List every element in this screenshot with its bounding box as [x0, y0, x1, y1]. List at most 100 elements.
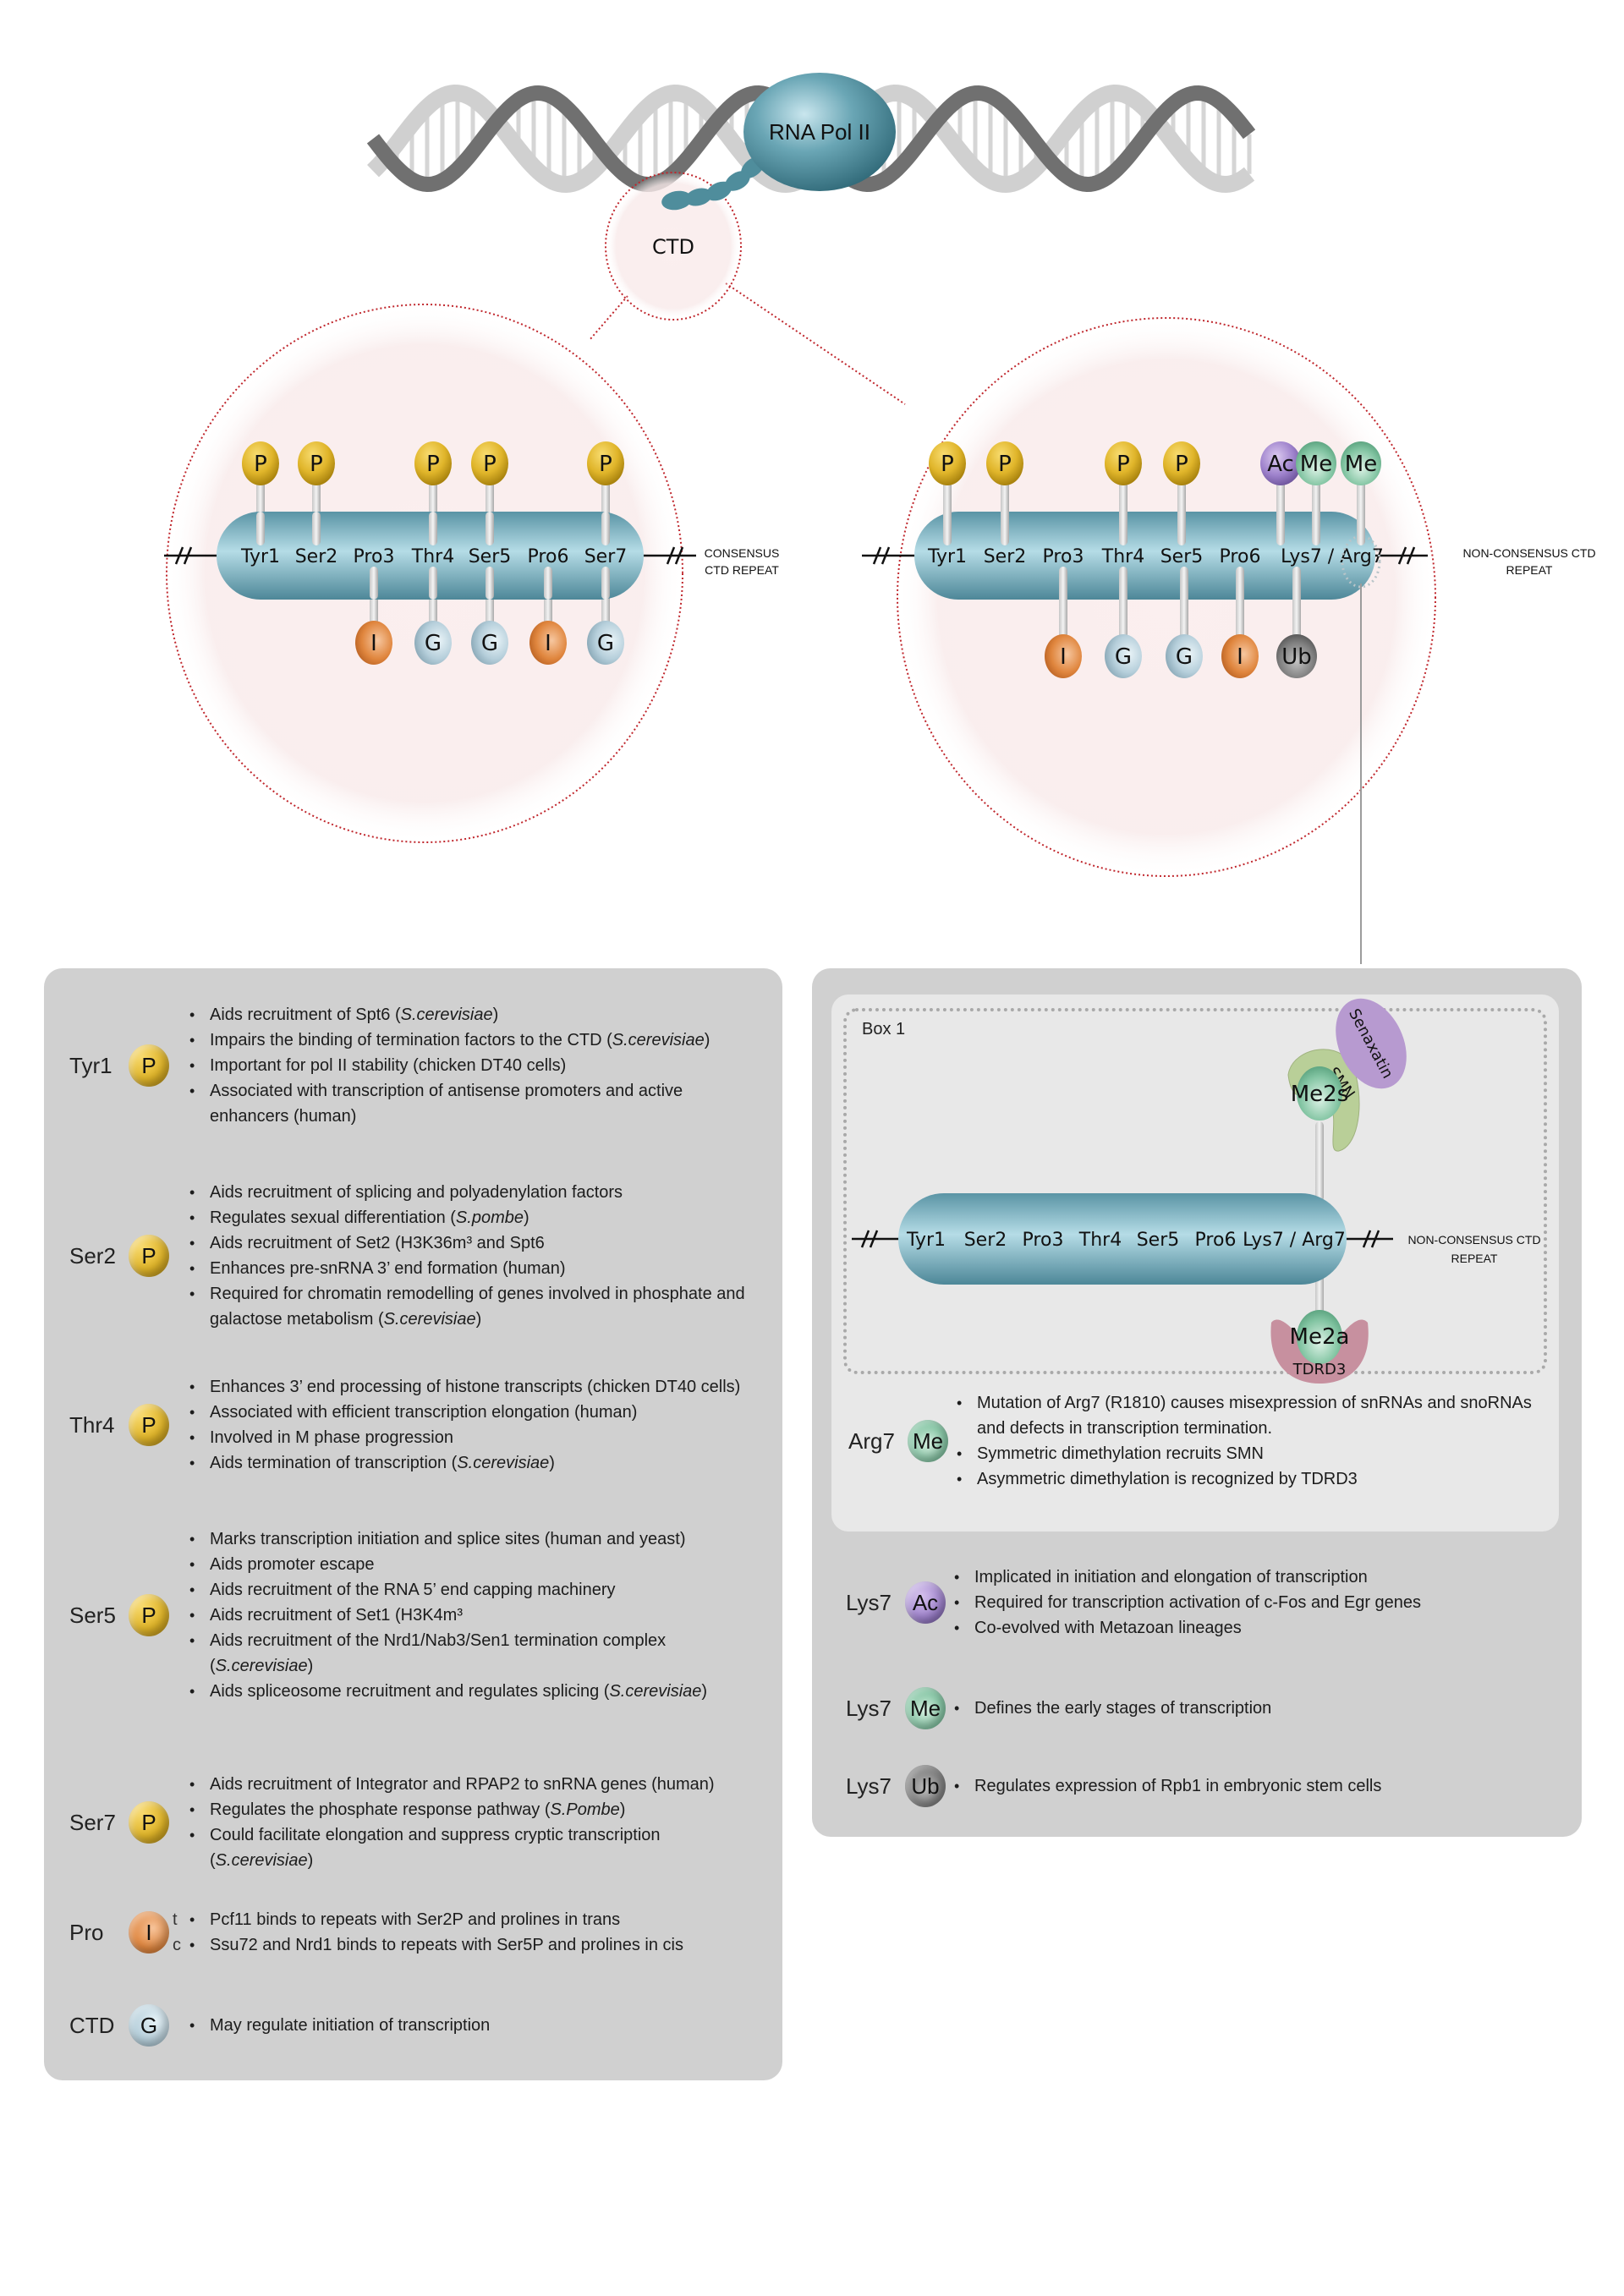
mark-i-pro3	[1045, 634, 1082, 678]
mark-entry-tyr1-p: Tyr1PAids recruitment of Spt6 (S.cerevis…	[69, 1002, 746, 1129]
mark-stem	[370, 567, 378, 600]
mark-g-thr4	[414, 621, 452, 665]
consensus-marks-panel: Tyr1PAids recruitment of Spt6 (S.cerevis…	[44, 968, 782, 2080]
mark-i-pro3-label: I	[1060, 644, 1067, 670]
mark-i-pro6-label: I	[545, 631, 551, 656]
mark-ac-lys7	[1260, 441, 1301, 485]
residue-label-thr4: Thr4	[1078, 1230, 1122, 1251]
mark-stem	[1357, 480, 1365, 545]
residue-label-ser5: Ser5	[469, 546, 512, 567]
mark-stem	[1119, 567, 1127, 639]
mark-function-item: Aids recruitment of the Nrd1/Nab3/Sen1 t…	[188, 1628, 746, 1679]
mark-entry-arg7-me: Arg7MeMutation of Arg7 (R1810) causes mi…	[848, 1390, 1539, 1492]
mark-p-ser7	[587, 441, 624, 485]
mark-function-item: Required for chromatin remodelling of ge…	[188, 1281, 746, 1332]
rna-pol-ii-label: RNA Pol II	[769, 119, 870, 145]
mark-function-item: Aids spliceosome recruitment and regulat…	[188, 1679, 746, 1704]
mark-g-ser5	[471, 621, 508, 665]
mark-stem	[1059, 567, 1067, 639]
mark-me2s	[1297, 1066, 1342, 1121]
residue-label-tyr1: Tyr1	[927, 546, 967, 567]
mark-function-list: Implicated in initiation and elongation …	[952, 1564, 1561, 1641]
mark-entry-pro-i: ProItcPcf11 binds to repeats with Ser2P …	[69, 1907, 746, 1958]
residue-label-ser2: Ser2	[295, 546, 338, 567]
chain-break-mark	[174, 546, 184, 565]
mark-function-item: Involved in M phase progression	[188, 1425, 746, 1450]
ctd-repeat-pill	[217, 512, 644, 600]
chain-break-mark	[872, 546, 882, 565]
mark-p-ser5-label: P	[483, 452, 497, 477]
mark-me2a-label: Me2a	[1290, 1324, 1350, 1350]
chain-break-mark	[666, 546, 676, 565]
mark-p-ser5	[471, 441, 508, 485]
mark-function-item: Regulates the phosphate response pathway…	[188, 1797, 746, 1822]
mark-i-pro6	[1221, 634, 1259, 678]
mark-i-pro6	[529, 621, 567, 665]
entry-residue-label: Arg7	[848, 1427, 895, 1454]
connector-line-right	[725, 282, 906, 405]
residue-label-ser2: Ser2	[984, 546, 1027, 567]
repeat-type-note: NON-CONSENSUS CTD	[1462, 546, 1595, 560]
mark-function-item: Associated with efficient transcription …	[188, 1400, 746, 1425]
mark-g-ser5-label: G	[1176, 644, 1193, 670]
mark-function-item: Enhances pre-snRNA 3’ end formation (hum…	[188, 1256, 746, 1281]
residue-label-tyr1: Tyr1	[240, 546, 280, 567]
mark-function-list: Enhances 3’ end processing of histone tr…	[188, 1374, 746, 1476]
residue-label-lys7-arg7: Lys7 / Arg7	[1243, 1230, 1346, 1251]
mark-function-item: Aids termination of transcription (S.cer…	[188, 1450, 746, 1476]
mark-function-item: Aids recruitment of Set1 (H3K4m³	[188, 1603, 746, 1628]
mark-me-lys7-label: Me	[1300, 452, 1332, 477]
mark-function-list: Regulates expression of Rpb1 in embryoni…	[952, 1773, 1561, 1799]
mark-entry-thr4-p: Thr4PEnhances 3’ end processing of histo…	[69, 1374, 746, 1476]
mark-badge-g: G	[129, 2004, 169, 2047]
ctd-label: CTD	[652, 235, 694, 259]
mark-stem	[429, 567, 437, 600]
residue-label-thr4: Thr4	[411, 546, 454, 567]
mark-entry-lys7-ub: Lys7UbRegulates expression of Rpb1 in em…	[846, 1765, 1561, 1807]
mark-p-tyr1-label: P	[254, 452, 267, 477]
mark-entry-ser5-p: Ser5PMarks transcription initiation and …	[69, 1526, 746, 1704]
mark-function-item: Ssu72 and Nrd1 binds to repeats with Ser…	[188, 1932, 746, 1958]
repeat-type-note: NON-CONSENSUS CTD	[1407, 1233, 1540, 1247]
mark-badge-me: Me	[908, 1420, 948, 1462]
mark-function-list: Defines the early stages of transcriptio…	[952, 1696, 1561, 1721]
mark-stem	[486, 567, 494, 600]
mark-i-pro3-label: I	[370, 631, 377, 656]
mark-function-list: Aids recruitment of Spt6 (S.cerevisiae)I…	[188, 1002, 746, 1129]
mark-stem	[1276, 480, 1285, 545]
mark-function-list: May regulate initiation of transcription	[188, 2013, 746, 2038]
mark-function-item: May regulate initiation of transcription	[188, 2013, 746, 2038]
residue-label-thr4: Thr4	[1101, 546, 1144, 567]
mark-badge-i: I	[129, 1911, 169, 1954]
chain-break-mark	[1406, 546, 1416, 565]
mark-p-ser2	[298, 441, 335, 485]
mark-function-item: Aids recruitment of Spt6 (S.cerevisiae)	[188, 1002, 746, 1027]
mark-p-ser7-label: P	[599, 452, 612, 477]
mark-p-thr4	[414, 441, 452, 485]
mark-stem	[1315, 1121, 1324, 1202]
repeat-type-note: CTD REPEAT	[705, 563, 779, 577]
mark-g-thr4-label: G	[425, 631, 442, 656]
ctd-zoom-circle	[605, 172, 742, 321]
residue-label-pro3: Pro3	[1043, 546, 1084, 567]
mark-entry-lys7-me: Lys7MeDefines the early stages of transc…	[846, 1687, 1561, 1729]
mark-p-ser2-label: P	[310, 452, 323, 477]
mark-stem	[601, 512, 610, 545]
mark-i-pro3	[355, 621, 392, 665]
residue-label-pro6: Pro6	[1195, 1230, 1237, 1251]
rna-pol-ii	[743, 73, 896, 191]
mark-stem	[601, 567, 610, 600]
mark-me2a	[1297, 1310, 1342, 1364]
arg7-highlight	[1341, 534, 1381, 589]
mark-function-item: Aids promoter escape	[188, 1552, 746, 1577]
mark-p-thr4-label: P	[426, 452, 440, 477]
chain-break-mark	[1370, 1230, 1380, 1248]
residue-label-ser7: Ser7	[584, 546, 628, 567]
mark-g-thr4-label: G	[1115, 644, 1132, 670]
mark-entry-ser2-p: Ser2PAids recruitment of splicing and po…	[69, 1180, 746, 1332]
mark-stem	[486, 512, 494, 545]
